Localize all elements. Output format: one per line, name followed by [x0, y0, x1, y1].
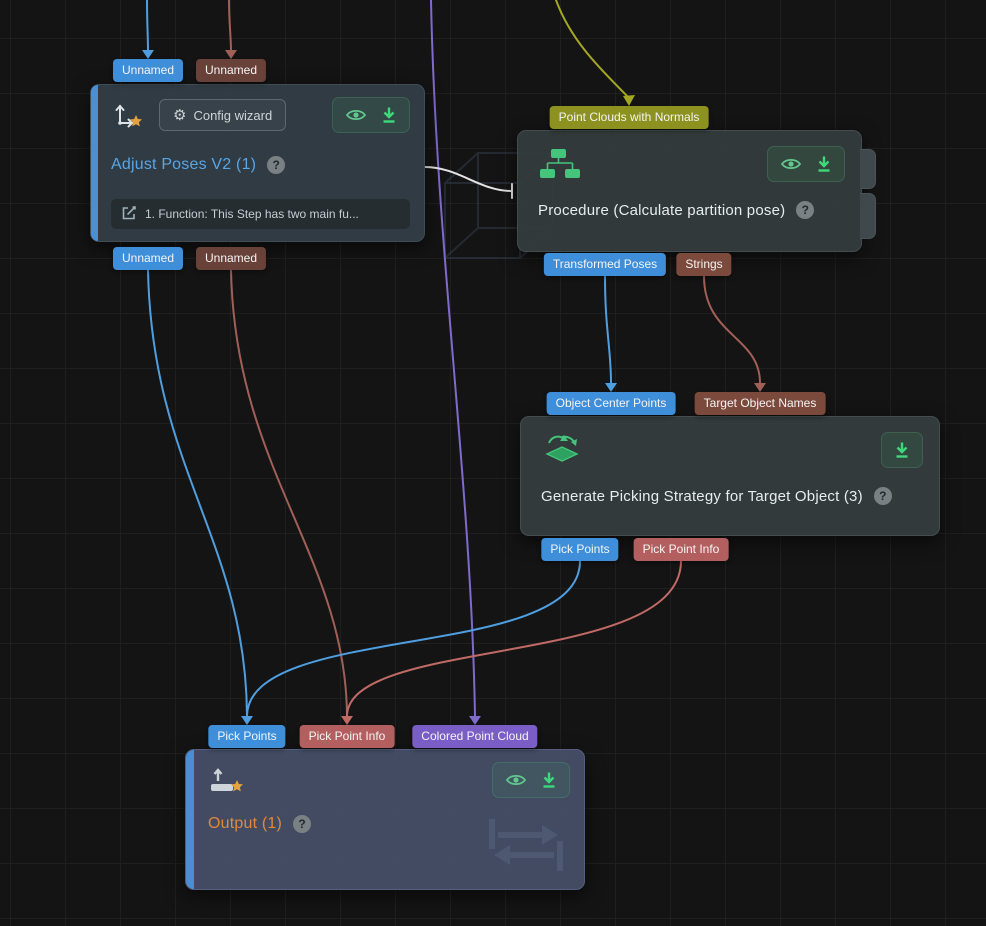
- port-output-in-colored-point-cloud[interactable]: Colored Point Cloud: [412, 725, 537, 748]
- visibility-icon[interactable]: [345, 107, 367, 123]
- port-procedure-out-strings[interactable]: Strings: [676, 253, 731, 276]
- flowchart-icon: [538, 147, 582, 181]
- config-wizard-button[interactable]: ⚙ Config wizard: [159, 99, 286, 131]
- help-button[interactable]: ?: [796, 201, 814, 219]
- edge-adjust-to-procedure: [425, 167, 511, 191]
- gear-icon: ⚙: [173, 108, 186, 123]
- node-generate-picking-strategy[interactable]: Generate Picking Strategy for Target Obj…: [520, 416, 940, 536]
- visibility-icon[interactable]: [505, 772, 527, 788]
- edge-adjust-to-output-pickpointinfo: [231, 270, 347, 716]
- edge-adjust-to-output-pickpoints: [148, 270, 247, 716]
- node-action-group: [492, 762, 570, 798]
- node-title: Adjust Poses V2 (1): [111, 156, 256, 174]
- edge-generate-to-output-pickpoints: [247, 561, 580, 716]
- help-button[interactable]: ?: [267, 156, 285, 174]
- arrowhead: [469, 716, 481, 725]
- arrowhead: [142, 50, 154, 59]
- port-adjust-poses-in-1[interactable]: Unnamed: [113, 59, 183, 82]
- procedure-handle-bottom[interactable]: [860, 193, 876, 239]
- download-icon[interactable]: [381, 106, 397, 124]
- axes-star-icon: [111, 99, 145, 131]
- help-button[interactable]: ?: [874, 487, 892, 505]
- node-action-group: [332, 97, 410, 133]
- config-wizard-label: Config wizard: [193, 108, 272, 123]
- port-procedure-out-transformed-poses[interactable]: Transformed Poses: [544, 253, 666, 276]
- port-generate-in-object-center-points[interactable]: Object Center Points: [547, 392, 676, 415]
- note-box[interactable]: 1. Function: This Step has two main fu..…: [111, 199, 410, 229]
- arrowhead: [754, 383, 766, 392]
- node-title: Procedure (Calculate partition pose): [538, 202, 785, 219]
- node-title: Output (1): [208, 815, 282, 833]
- edge-top-to-adjust-in2: [229, 0, 231, 51]
- edge-top-to-output-coloredcloud: [431, 0, 475, 716]
- arrowhead: [225, 50, 237, 59]
- edge-generate-to-output-pickpointinfo: [347, 561, 681, 716]
- arrowhead: [341, 716, 353, 725]
- port-output-in-pick-point-info[interactable]: Pick Point Info: [300, 725, 395, 748]
- download-icon[interactable]: [541, 771, 557, 789]
- picking-strategy-icon: [541, 432, 583, 468]
- node-adjust-poses[interactable]: ⚙ Config wizard Adjust Poses V2 (1) ?: [90, 84, 425, 242]
- arrowhead: [241, 716, 253, 725]
- procedure-handle-top[interactable]: [860, 149, 876, 189]
- visibility-icon[interactable]: [780, 156, 802, 172]
- port-generate-out-pick-point-info[interactable]: Pick Point Info: [634, 538, 729, 561]
- download-icon[interactable]: [816, 155, 832, 173]
- port-procedure-in-point-clouds[interactable]: Point Clouds with Normals: [550, 106, 709, 129]
- edge-procedure-to-generate-names: [704, 276, 760, 383]
- node-output[interactable]: Output (1) ?: [185, 749, 585, 890]
- output-tray-icon: [208, 764, 246, 796]
- edit-icon: [121, 205, 137, 224]
- help-button[interactable]: ?: [293, 815, 311, 833]
- edge-procedure-to-generate-centerpoints: [605, 276, 611, 383]
- arrowhead: [623, 95, 635, 106]
- node-title: Generate Picking Strategy for Target Obj…: [541, 488, 863, 505]
- note-text: 1. Function: This Step has two main fu..…: [145, 207, 359, 221]
- port-generate-out-pick-points[interactable]: Pick Points: [541, 538, 618, 561]
- port-adjust-poses-out-1[interactable]: Unnamed: [113, 247, 183, 270]
- node-procedure[interactable]: Procedure (Calculate partition pose) ?: [517, 130, 862, 252]
- node-action-group: [767, 146, 845, 182]
- arrowhead: [605, 383, 617, 392]
- download-icon[interactable]: [894, 441, 910, 459]
- edge-top-to-procedure-in: [556, 0, 628, 97]
- port-generate-in-target-object-names[interactable]: Target Object Names: [695, 392, 826, 415]
- port-output-in-pick-points[interactable]: Pick Points: [208, 725, 285, 748]
- port-adjust-poses-out-2[interactable]: Unnamed: [196, 247, 266, 270]
- edge-top-to-adjust-in1: [147, 0, 148, 51]
- node-action-group: [881, 432, 923, 468]
- port-adjust-poses-in-2[interactable]: Unnamed: [196, 59, 266, 82]
